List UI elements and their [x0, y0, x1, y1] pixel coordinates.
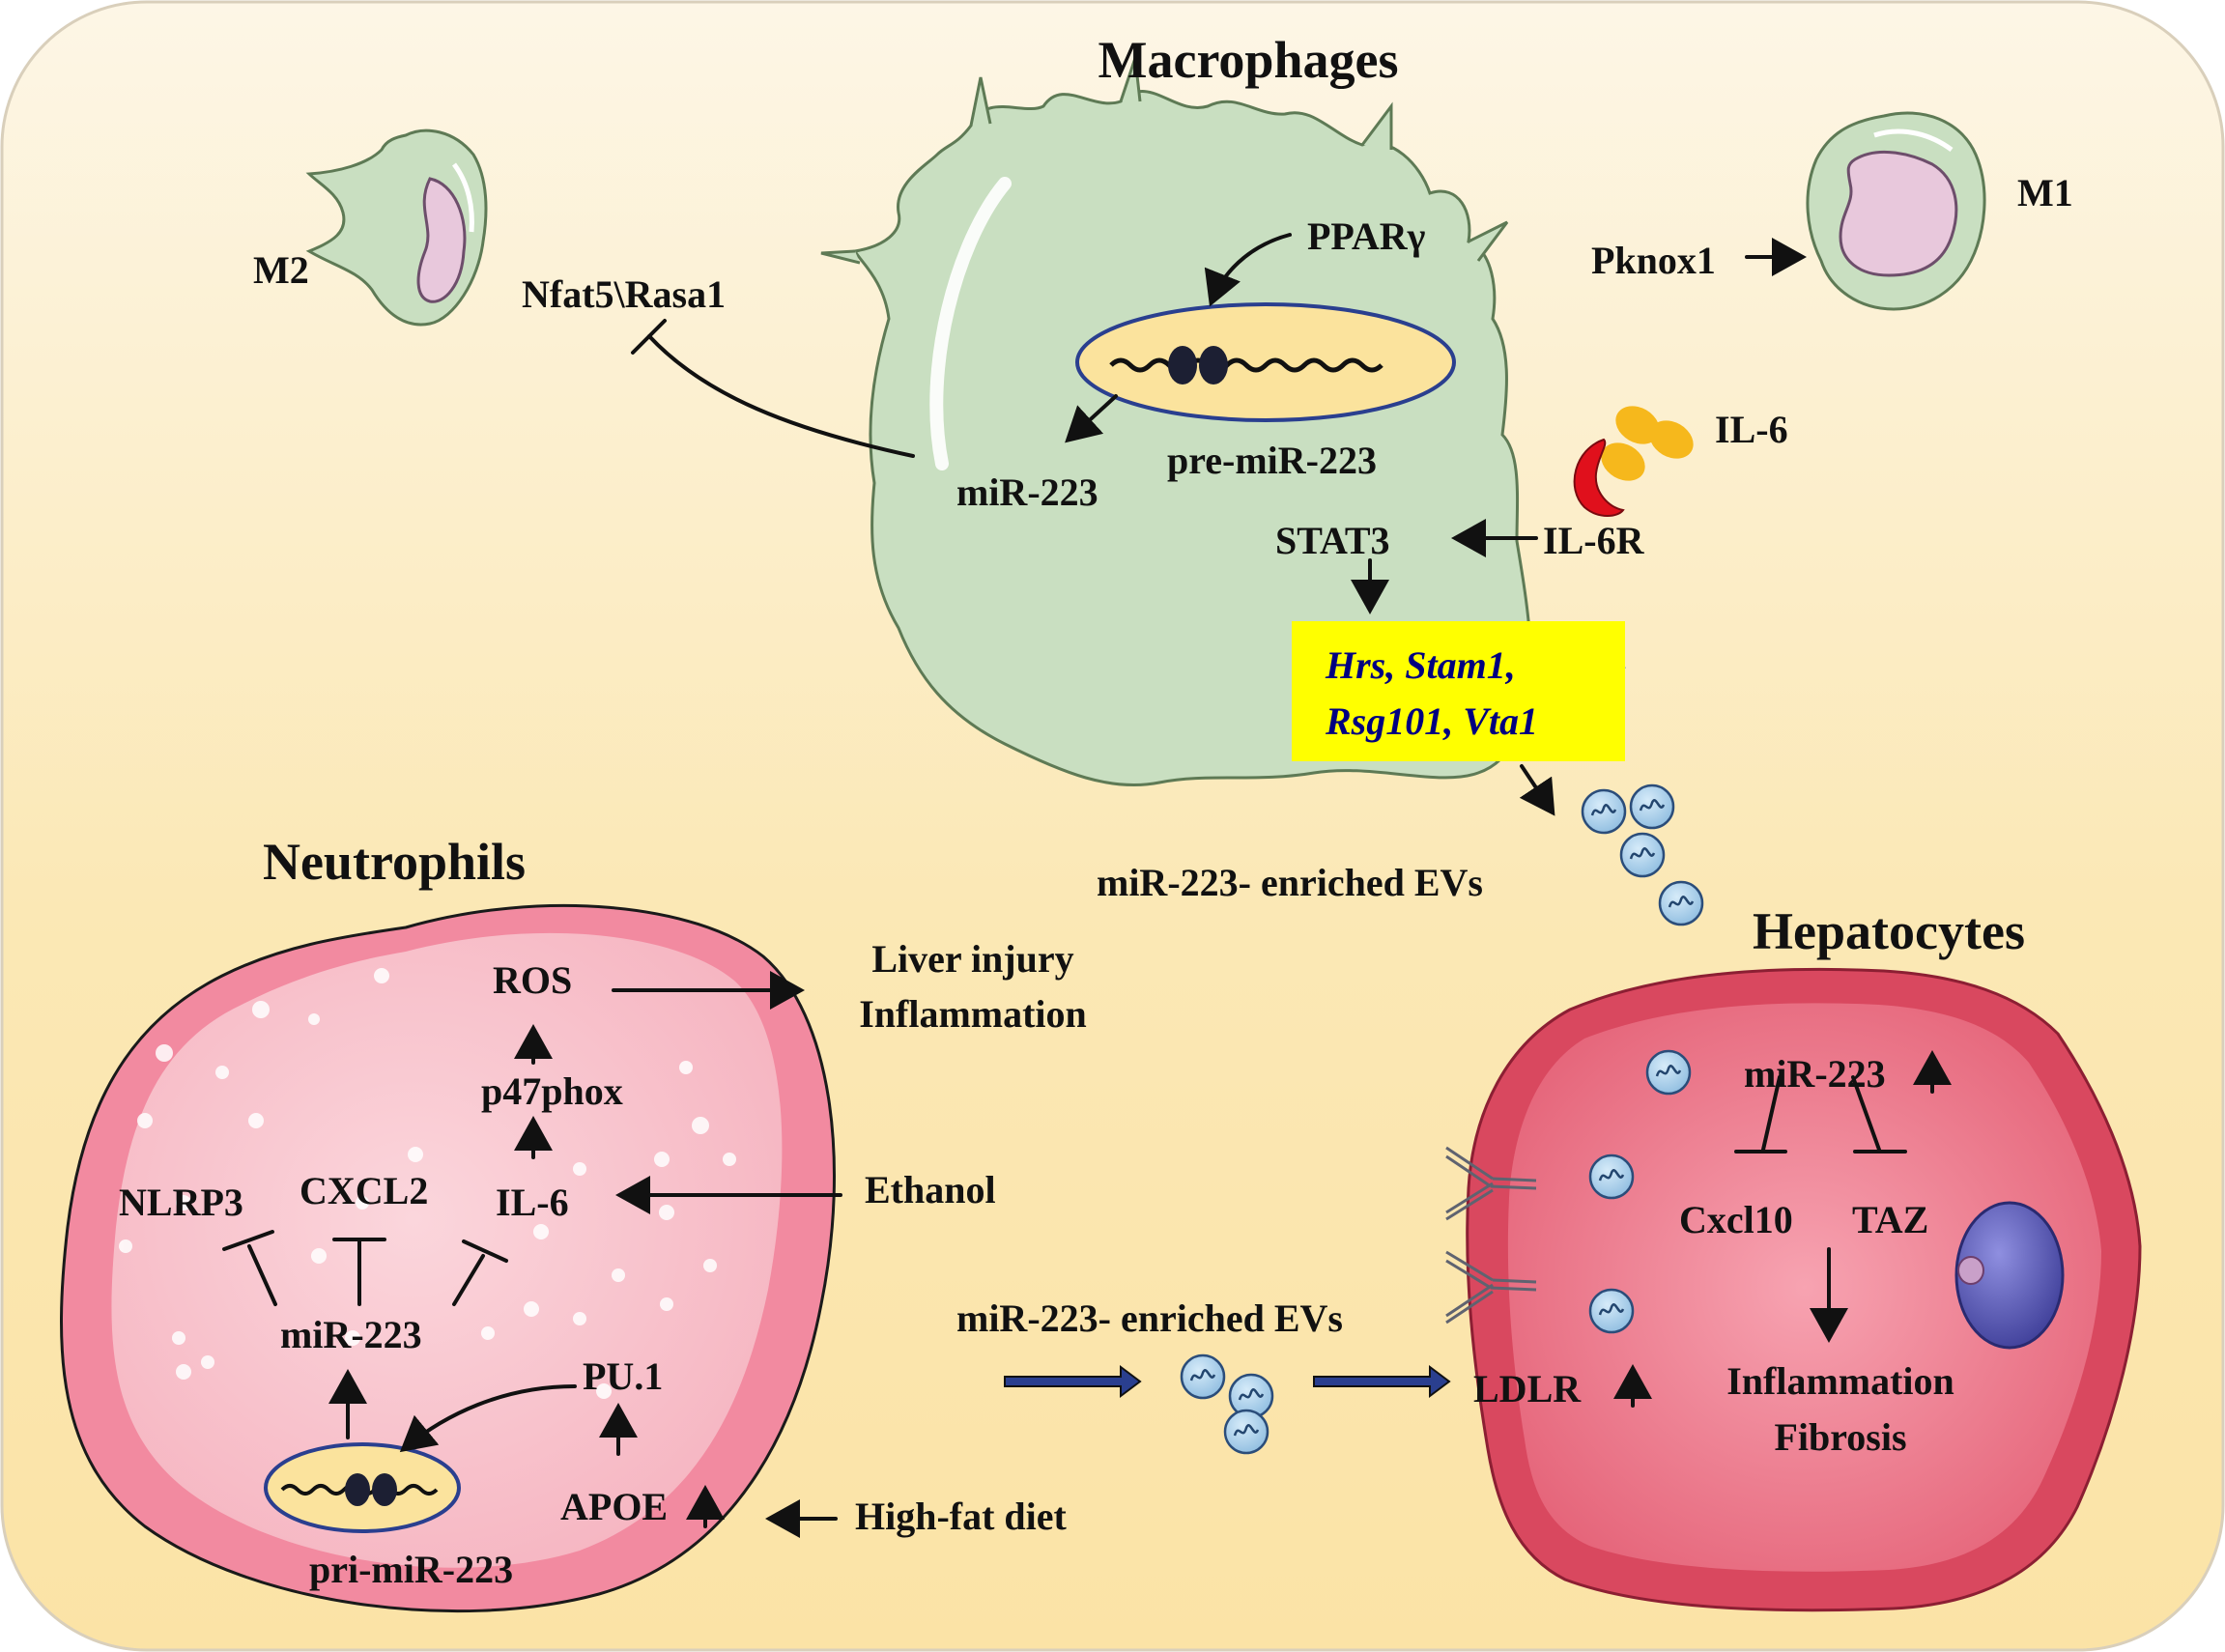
inhibit-bar-nfat5 [631, 319, 667, 355]
inhibit-bar-il6 [462, 1239, 508, 1263]
inhibit-mir223-nfat5 [647, 334, 915, 458]
transit-arrow-left [1004, 1365, 1142, 1398]
arrow-nucleus-to-mir223 [1065, 394, 1118, 443]
transit-arrow-right [1313, 1365, 1451, 1398]
escrt-box [1292, 621, 1625, 761]
label-cxcl10: Cxcl10 [1679, 1198, 1793, 1241]
label-neutrophil-mir223: miR-223 [280, 1313, 422, 1356]
label-apoe: APOE [560, 1485, 669, 1528]
label-ppar-gamma: PPARγ [1307, 214, 1426, 258]
label-transit-evs: miR-223- enriched EVs [956, 1296, 1343, 1340]
title-hepatocytes: Hepatocytes [1753, 902, 2025, 960]
arrow-ppar-to-nucleus [1204, 233, 1292, 307]
label-pre-mir223: pre-miR-223 [1167, 439, 1377, 482]
title-macrophages: Macrophages [1098, 31, 1399, 89]
label-pknox1: Pknox1 [1591, 239, 1716, 282]
label-hepatocyte-mir223: miR-223 [1744, 1052, 1886, 1096]
label-ldlr: LDLR [1473, 1367, 1582, 1410]
label-pu1: PU.1 [583, 1354, 664, 1398]
label-il6-ligand: IL-6 [1715, 408, 1788, 451]
escrt-line-2: Rsg101, Vta1 [1326, 699, 1539, 743]
label-pri-mir223: pri-miR-223 [309, 1548, 514, 1591]
label-fibrosis: Fibrosis [1774, 1415, 1907, 1459]
inhibit-mir223-taz [1851, 1075, 1881, 1152]
neutrophil-nucleus [264, 1442, 461, 1533]
il6-receptor-icon [1573, 438, 1625, 517]
label-ethanol: Ethanol [865, 1168, 996, 1211]
label-stat3: STAT3 [1275, 519, 1390, 562]
arrow-pu1-to-nucleus [399, 1384, 577, 1453]
hepatocyte-cell [1466, 967, 2142, 1612]
il6-ligand-icon [1601, 406, 1694, 481]
label-neutrophil-inflammation: Inflammation [859, 992, 1087, 1036]
label-cxcl2: CXCL2 [300, 1169, 429, 1212]
m2-macrophage-icon [305, 128, 488, 327]
m1-macrophage-icon [1806, 111, 1986, 311]
label-il6r: IL-6R [1543, 519, 1644, 562]
label-liver-injury: Liver injury [871, 937, 1074, 981]
label-high-fat-diet: High-fat diet [855, 1495, 1067, 1538]
label-taz: TAZ [1852, 1198, 1929, 1241]
label-m2: M2 [253, 248, 309, 292]
label-macrophage-evs: miR-223- enriched EVs [1097, 861, 1483, 904]
title-neutrophils: Neutrophils [262, 833, 527, 891]
label-neutrophil-il6: IL-6 [496, 1181, 569, 1224]
macrophage-nucleus [1075, 302, 1456, 422]
label-p47phox: p47phox [481, 1069, 623, 1113]
arrow-escrt-to-evs [1519, 764, 1555, 816]
label-ros: ROS [493, 958, 573, 1002]
inhibit-bar-nlrp3 [222, 1230, 274, 1251]
inhibit-mir223-nlrp3 [247, 1244, 277, 1306]
label-m1: M1 [2017, 171, 2073, 214]
label-nlrp3: NLRP3 [119, 1181, 243, 1224]
label-macrophage-mir223: miR-223 [956, 470, 1098, 514]
inhibit-mir223-il6 [452, 1254, 485, 1306]
label-hepatocyte-inflammation: Inflammation [1726, 1359, 1954, 1403]
label-nfat5-rasa1: Nfat5\Rasa1 [522, 272, 727, 316]
inhibit-mir223-cxcl10 [1761, 1075, 1782, 1152]
escrt-line-1: Hrs, Stam1, [1326, 643, 1516, 687]
ldlr-receptor-icon [1445, 1146, 1537, 1324]
